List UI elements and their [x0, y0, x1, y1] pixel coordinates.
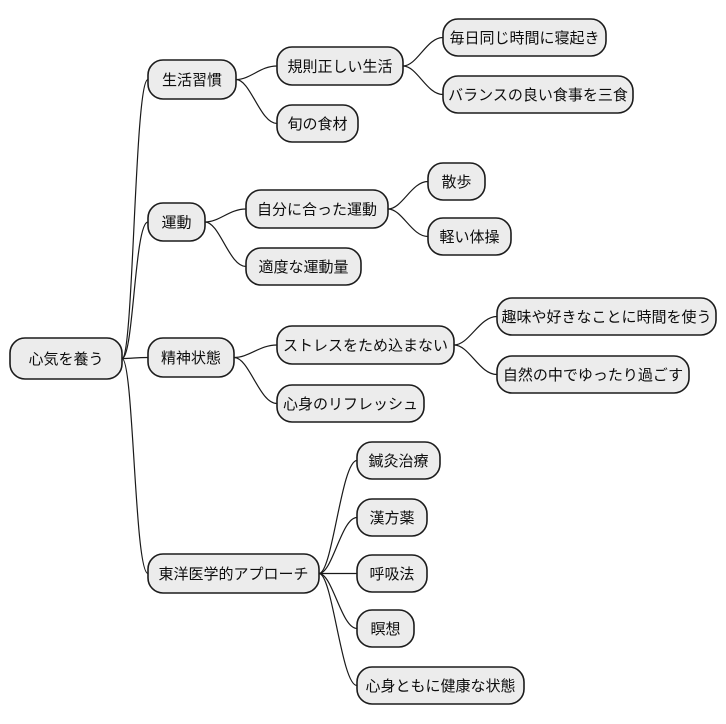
node-適度な運動量[interactable]: 適度な運動量: [245, 247, 362, 286]
node-label: 漢方薬: [369, 509, 414, 527]
edge-精神状態-to-心身のリフレッシュ: [233, 356, 278, 405]
node-shape: [356, 609, 415, 648]
node-label: 生活習慣: [162, 71, 222, 89]
node-心身ともに健康な状態[interactable]: 心身ともに健康な状態: [356, 666, 525, 705]
node-shape: [442, 75, 634, 114]
node-毎日同じ時間に寝起き[interactable]: 毎日同じ時間に寝起き: [442, 18, 607, 57]
edge-心気を養う-to-運動: [121, 221, 149, 360]
edge-生活習慣-to-規則正しい生活: [235, 65, 278, 81]
node-運動[interactable]: 運動: [147, 202, 206, 242]
node-label: 自分に合った運動: [257, 201, 377, 219]
node-自分に合った運動[interactable]: 自分に合った運動: [245, 189, 389, 229]
node-label: 運動: [161, 214, 191, 232]
node-shape: [356, 554, 428, 593]
nodes-layer: 心気を養う 生活習慣 規則正しい生活 毎日同じ時間に寝起きバランスの良い食事を三食旬の…: [9, 18, 717, 705]
edge-自分に合った運動-to-散歩: [387, 180, 429, 210]
edge-東洋医学的アプローチ-to-漢方薬: [318, 516, 358, 575]
node-呼吸法[interactable]: 呼吸法: [356, 554, 428, 593]
node-label: 旬の食材: [287, 115, 347, 133]
node-shape: [496, 297, 717, 336]
edge-ストレスをため込まない-to-自然の中でゆったり過ごす: [453, 344, 498, 376]
edge-東洋医学的アプローチ-to-鍼灸治療: [318, 459, 358, 575]
node-散歩[interactable]: 散歩: [427, 162, 486, 201]
edge-運動-to-自分に合った運動: [204, 208, 247, 223]
node-shape: [442, 18, 607, 57]
node-label: 精神状態: [161, 349, 221, 367]
node-shape: [147, 553, 320, 594]
edges-layer: [121, 36, 498, 687]
node-label: 東洋医学的アプローチ: [158, 565, 308, 583]
node-自然の中でゆったり過ごす[interactable]: 自然の中でゆったり過ごす: [496, 355, 690, 394]
edge-運動-to-適度な運動量: [204, 221, 247, 268]
node-shape: [356, 441, 441, 480]
node-軽い体操[interactable]: 軽い体操: [427, 217, 512, 256]
node-shape: [276, 46, 404, 86]
node-label: 心身のリフレッシュ: [283, 395, 418, 413]
node-shape: [496, 355, 690, 394]
node-心身のリフレッシュ[interactable]: 心身のリフレッシュ: [276, 384, 425, 423]
node-鍼灸治療[interactable]: 鍼灸治療: [356, 441, 441, 480]
node-label: 心気を養う: [28, 350, 103, 368]
node-shape: [276, 104, 359, 143]
edge-生活習慣-to-旬の食材: [235, 78, 278, 125]
node-趣味や好きなことに時間を使う[interactable]: 趣味や好きなことに時間を使う: [496, 297, 717, 336]
node-shape: [276, 325, 455, 365]
node-瞑想[interactable]: 瞑想: [356, 609, 415, 648]
node-shape: [356, 498, 428, 537]
node-ストレスをため込まない[interactable]: ストレスをため込まない: [276, 325, 455, 365]
edge-東洋医学的アプローチ-to-心身ともに健康な状態: [318, 572, 358, 687]
node-label: 瞑想: [370, 620, 400, 638]
node-バランスの良い食事を三食[interactable]: バランスの良い食事を三食: [442, 75, 634, 114]
node-label: 趣味や好きなことに時間を使う: [501, 308, 711, 326]
node-label: 毎日同じ時間に寝起き: [449, 29, 599, 47]
node-label: 呼吸法: [369, 565, 414, 583]
edge-東洋医学的アプローチ-to-瞑想: [318, 572, 358, 630]
node-旬の食材[interactable]: 旬の食材: [276, 104, 359, 143]
edge-ストレスをため込まない-to-趣味や好きなことに時間を使う: [453, 315, 498, 346]
node-shape: [147, 202, 206, 242]
node-精神状態[interactable]: 精神状態: [147, 337, 235, 378]
edge-規則正しい生活-to-毎日同じ時間に寝起き: [402, 36, 444, 67]
node-label: 心身ともに健康な状態: [365, 677, 515, 695]
node-規則正しい生活[interactable]: 規則正しい生活: [276, 46, 404, 86]
node-shape: [276, 384, 425, 423]
node-shape: [147, 337, 235, 378]
node-shape: [9, 337, 123, 380]
node-label: 散歩: [441, 173, 471, 191]
node-label: 適度な運動量: [258, 258, 348, 276]
edge-心気を養う-to-精神状態: [121, 356, 149, 360]
node-shape: [245, 247, 362, 286]
node-心気を養う[interactable]: 心気を養う: [9, 337, 123, 380]
node-shape: [147, 59, 237, 100]
node-label: 規則正しい生活: [287, 58, 392, 76]
node-label: 鍼灸治療: [368, 452, 428, 470]
edge-規則正しい生活-to-バランスの良い食事を三食: [402, 65, 444, 96]
node-生活習慣[interactable]: 生活習慣: [147, 59, 237, 100]
node-漢方薬[interactable]: 漢方薬: [356, 498, 428, 537]
node-東洋医学的アプローチ[interactable]: 東洋医学的アプローチ: [147, 553, 320, 594]
node-label: 自然の中でゆったり過ごす: [503, 366, 683, 384]
edge-心気を養う-to-生活習慣: [121, 78, 149, 360]
node-label: 軽い体操: [439, 228, 499, 246]
node-shape: [427, 162, 486, 201]
node-shape: [427, 217, 512, 256]
node-label: バランスの良い食事を三食: [448, 86, 628, 104]
edge-精神状態-to-ストレスをため込まない: [233, 344, 278, 359]
node-shape: [356, 666, 525, 705]
edge-心気を養う-to-東洋医学的アプローチ: [121, 357, 149, 575]
edge-自分に合った運動-to-軽い体操: [387, 208, 429, 238]
node-shape: [245, 189, 389, 229]
node-label: ストレスをため込まない: [283, 337, 448, 355]
